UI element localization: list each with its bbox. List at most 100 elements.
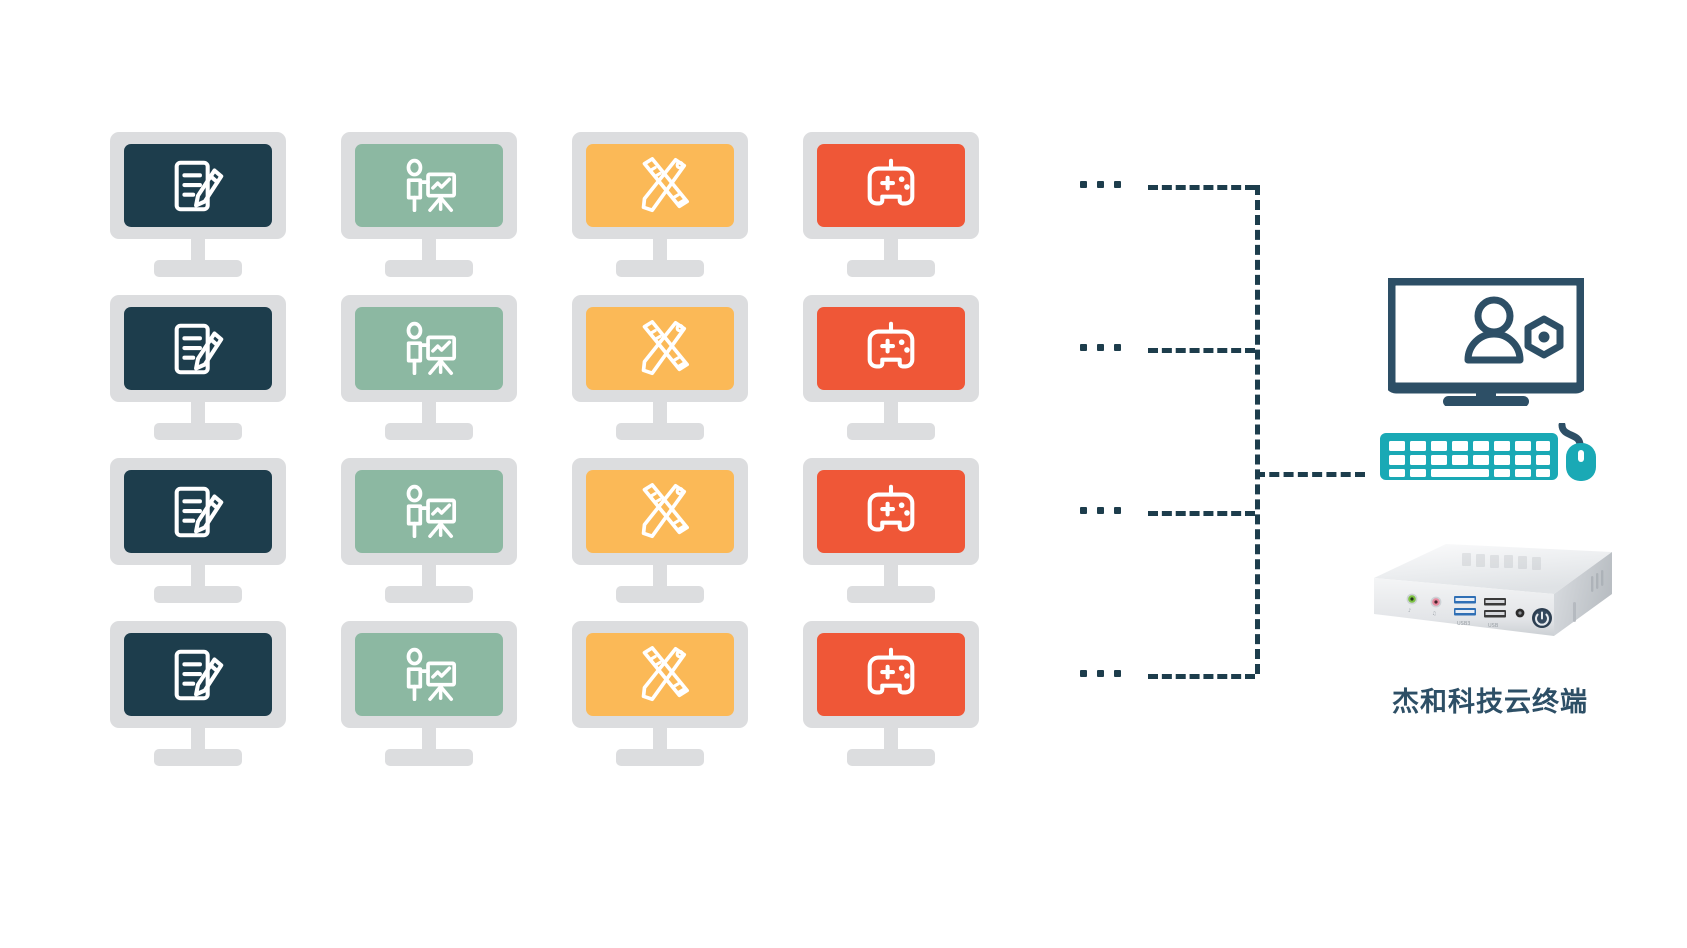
client-monitor-gaming-r4[interactable] <box>803 621 979 766</box>
client-monitor-document-edit-r4[interactable] <box>110 621 286 766</box>
monitor-neck <box>884 728 898 752</box>
monitor-base <box>385 586 473 603</box>
monitor-bezel <box>341 295 517 402</box>
svg-text:USB: USB <box>1488 623 1499 629</box>
monitor-neck <box>653 728 667 752</box>
presentation-board-icon <box>398 644 460 706</box>
monitor-screen <box>124 470 272 553</box>
monitor-screen <box>355 470 503 553</box>
monitor-base <box>385 260 473 277</box>
ellipsis-dot <box>1114 344 1121 351</box>
network-trunk <box>1255 185 1260 674</box>
row-ellipsis-4 <box>1080 670 1121 677</box>
admin-workstation <box>1380 274 1596 493</box>
monitor-screen <box>124 144 272 227</box>
client-monitor-document-edit-r2[interactable] <box>110 295 286 440</box>
monitor-base <box>616 260 704 277</box>
monitor-base <box>847 749 935 766</box>
gamepad-icon <box>860 481 922 543</box>
ellipsis-dot <box>1114 670 1121 677</box>
monitor-screen <box>817 633 965 716</box>
client-monitor-gaming-r1[interactable] <box>803 132 979 277</box>
monitor-bezel <box>341 132 517 239</box>
mouse-icon <box>1558 421 1604 481</box>
ellipsis-dot <box>1097 181 1104 188</box>
network-branch-row-2 <box>1148 348 1255 353</box>
client-monitor-design-r4[interactable] <box>572 621 748 766</box>
client-monitor-design-r1[interactable] <box>572 132 748 277</box>
monitor-neck <box>422 728 436 752</box>
monitor-screen <box>124 633 272 716</box>
monitor-base <box>154 423 242 440</box>
client-monitor-design-r3[interactable] <box>572 458 748 603</box>
client-monitor-design-r2[interactable] <box>572 295 748 440</box>
document-edit-icon <box>167 644 229 706</box>
svg-text:USB3: USB3 <box>1457 621 1470 627</box>
monitor-base <box>385 749 473 766</box>
monitor-neck <box>422 565 436 589</box>
monitor-neck <box>884 239 898 263</box>
row-ellipsis-3 <box>1080 507 1121 514</box>
ellipsis-dot <box>1114 507 1121 514</box>
ellipsis-dot <box>1114 181 1121 188</box>
mini-pc-icon: ♪ ♫ USB3 USB <box>1358 536 1618 668</box>
network-branch-row-4 <box>1148 674 1255 679</box>
monitor-bezel <box>110 621 286 728</box>
monitor-bezel <box>572 132 748 239</box>
client-monitor-document-edit-r1[interactable] <box>110 132 286 277</box>
svg-text:♪: ♪ <box>1408 608 1411 614</box>
monitor-screen <box>817 470 965 553</box>
client-monitor-grid <box>110 132 1060 772</box>
monitor-bezel <box>803 458 979 565</box>
client-monitor-presentation-r1[interactable] <box>341 132 517 277</box>
monitor-screen <box>355 633 503 716</box>
monitor-bezel <box>572 295 748 402</box>
ellipsis-dot <box>1080 344 1087 351</box>
monitor-neck <box>191 565 205 589</box>
row-ellipsis-2 <box>1080 344 1121 351</box>
presentation-board-icon <box>398 481 460 543</box>
monitor-base <box>616 586 704 603</box>
monitor-base <box>847 260 935 277</box>
monitor-neck <box>422 402 436 426</box>
ruler-pencil-icon <box>629 644 691 706</box>
document-edit-icon <box>167 155 229 217</box>
monitor-base <box>154 586 242 603</box>
ellipsis-dot <box>1080 181 1087 188</box>
client-monitor-document-edit-r3[interactable] <box>110 458 286 603</box>
user-settings-monitor-icon <box>1384 274 1588 407</box>
client-monitor-presentation-r4[interactable] <box>341 621 517 766</box>
monitor-bezel <box>572 458 748 565</box>
monitor-screen <box>355 144 503 227</box>
monitor-screen <box>586 633 734 716</box>
monitor-neck <box>653 239 667 263</box>
monitor-screen <box>817 307 965 390</box>
monitor-bezel <box>110 132 286 239</box>
ellipsis-dot <box>1097 344 1104 351</box>
ellipsis-dot <box>1097 507 1104 514</box>
monitor-base <box>154 749 242 766</box>
ruler-pencil-icon <box>629 318 691 380</box>
monitor-bezel <box>110 458 286 565</box>
gamepad-icon <box>860 155 922 217</box>
monitor-base <box>154 260 242 277</box>
client-monitor-gaming-r2[interactable] <box>803 295 979 440</box>
monitor-screen <box>124 307 272 390</box>
monitor-bezel <box>572 621 748 728</box>
monitor-base <box>616 749 704 766</box>
document-edit-icon <box>167 318 229 380</box>
network-branch-row-3 <box>1148 511 1255 516</box>
monitor-bezel <box>803 621 979 728</box>
monitor-neck <box>884 402 898 426</box>
network-branch-row-1 <box>1148 185 1255 190</box>
monitor-neck <box>191 728 205 752</box>
keyboard-icon <box>1380 433 1558 480</box>
monitor-bezel <box>803 295 979 402</box>
gamepad-icon <box>860 644 922 706</box>
client-monitor-presentation-r2[interactable] <box>341 295 517 440</box>
client-monitor-presentation-r3[interactable] <box>341 458 517 603</box>
ellipsis-dot <box>1097 670 1104 677</box>
client-monitor-gaming-r3[interactable] <box>803 458 979 603</box>
monitor-bezel <box>341 458 517 565</box>
presentation-board-icon <box>398 155 460 217</box>
